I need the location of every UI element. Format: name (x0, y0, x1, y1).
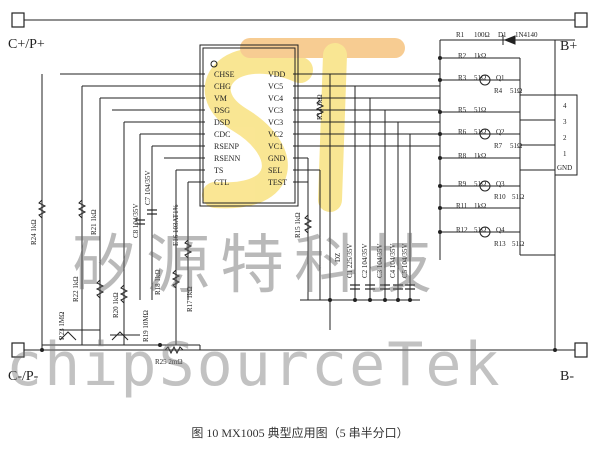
c5-label: C5 104/35V (401, 244, 409, 278)
ic-pin-label: CTL (214, 178, 229, 187)
r11-label: R11 (456, 202, 468, 210)
r3-value: 51Ω (474, 74, 486, 82)
r1-label: R1 (456, 31, 465, 39)
r11-value: 1kΩ (474, 202, 486, 210)
watermark-english: chipSourceTek (6, 330, 502, 400)
r19-label: R19 10MΩ (142, 310, 150, 342)
cell-connector (554, 94, 578, 176)
st-logo (202, 38, 405, 212)
r5-value: 51Ω (474, 106, 486, 114)
ic-pin-label: DSG (214, 106, 230, 115)
ic-right-pins: VDD VC5 VC4 VC3 VC3 VC2 VC1 GND SEL TEST (268, 70, 287, 187)
r4-label: R4 (494, 87, 503, 95)
r2-value: 1kΩ (474, 52, 486, 60)
ic-pin1-marker (210, 60, 218, 68)
r22-label: R22 1kΩ (72, 276, 80, 302)
terminal-b-plus-label: B+ (560, 39, 577, 54)
ic-pin-label: VM (214, 94, 227, 103)
ic-pin-label: VC2 (268, 130, 283, 139)
r15-label: R15 1kΩ (294, 212, 302, 238)
terminal-c-minus-label: C-/P- (8, 369, 39, 384)
r21-label: R21 1kΩ (90, 209, 98, 235)
q1-label: Q1 (496, 74, 505, 82)
ic-pin-label: VC4 (268, 94, 283, 103)
cell-network-labels: R1 100Ω D1 1N4140 R2 1kΩ R3 51Ω Q1 R4 51… (456, 31, 538, 248)
c1-label: C1 225/35V (346, 244, 354, 278)
r10-label: R10 (494, 193, 506, 201)
c7-label: C7 104/35V (144, 171, 152, 205)
resistor-symbols (37, 99, 325, 355)
r8-label: R8 (458, 152, 467, 160)
ic-pin-label: VC3 (268, 106, 283, 115)
junction-dots (40, 56, 557, 352)
q4-label: Q4 (496, 226, 505, 234)
terminal-c-plus-label: C+/P+ (8, 37, 45, 52)
ic-pin-label: VDD (268, 70, 286, 79)
r5-label: R5 (458, 106, 467, 114)
r20-label: R20 1kΩ (112, 292, 120, 318)
q3-label: Q3 (496, 180, 505, 188)
ic-pin-label: RSENN (214, 154, 240, 163)
r12-label: R12 (456, 226, 468, 234)
r25-label: R25 2mΩ (155, 358, 183, 366)
ic-pin-label: VC3 (268, 118, 283, 127)
r4-value: 51Ω (510, 87, 522, 95)
r17-label: R17 1kΩ (186, 286, 194, 312)
connector-pin: 2 (563, 134, 567, 142)
r12-value: 51Ω (474, 226, 486, 234)
c2-label: C2 104/35V (361, 244, 369, 278)
r9-value: 51Ω (474, 180, 486, 188)
r10-value: 51Ω (512, 193, 524, 201)
d1-label: D1 (498, 31, 507, 39)
capacitor-symbols (135, 209, 415, 290)
dz-label: DZ (334, 253, 342, 262)
ic-mx1005 (202, 47, 296, 204)
ic-pin-label: RSENP (214, 142, 239, 151)
r16-label: E16 103AT1% (172, 204, 180, 246)
ic-pin-label: GND (268, 154, 286, 163)
r1-value: 100Ω (474, 31, 490, 39)
r9-label: R9 (458, 180, 467, 188)
connector-pin: 3 (563, 118, 567, 126)
r13-value: 51Ω (512, 240, 524, 248)
r14-label: R14 1kΩ (316, 94, 324, 120)
d1-value: 1N4140 (515, 31, 538, 39)
r3-label: R3 (458, 74, 467, 82)
ic-pin-label: TEST (268, 178, 287, 187)
connector-labels: 4 3 2 1 GND (557, 102, 572, 172)
ic-pin-label: TS (214, 166, 223, 175)
c4-label: C4 104/35V (389, 244, 397, 278)
ic-left-pins: CHSE CHG VM DSG DSD CDC RSENP RSENN TS C… (214, 70, 240, 187)
rotated-component-labels: R24 1kΩ R21 1kΩ R22 1kΩ R23 1MΩ R20 1kΩ … (30, 94, 409, 342)
ic-pin-label: DSD (214, 118, 230, 127)
watermark-chinese: 矽源特科技 (72, 229, 442, 303)
c3-label: C3 104/35V (376, 244, 384, 278)
connector-pin: 4 (563, 102, 567, 110)
r7-value: 51Ω (510, 142, 522, 150)
ic-pin-label: CHG (214, 82, 231, 91)
r13-label: R13 (494, 240, 506, 248)
terminal-pads (11, 12, 588, 358)
ic-pin-label: VC5 (268, 82, 283, 91)
r6-label: R6 (458, 128, 467, 136)
ic-pin-label: VC1 (268, 142, 283, 151)
connector-gnd: GND (557, 164, 572, 172)
c8-label: C8 104/35V (132, 204, 140, 238)
r24-label: R24 1kΩ (30, 219, 38, 245)
r8-value: 1kΩ (474, 152, 486, 160)
ic-pin-label: CDC (214, 130, 230, 139)
r6-value: 51Ω (474, 128, 486, 136)
ic-pin-label: CHSE (214, 70, 235, 79)
r23-label: R23 1MΩ (58, 312, 66, 340)
figure-caption: 图 10 MX1005 典型应用图（5 串半分口） (191, 426, 409, 440)
r2-label: R2 (458, 52, 467, 60)
q2-label: Q2 (496, 128, 505, 136)
r18-label: R18 1kΩ (154, 269, 162, 295)
ic-pin-label: SEL (268, 166, 282, 175)
connector-pin: 1 (563, 150, 567, 158)
r7-label: R7 (494, 142, 503, 150)
terminal-b-minus-label: B- (560, 369, 574, 384)
